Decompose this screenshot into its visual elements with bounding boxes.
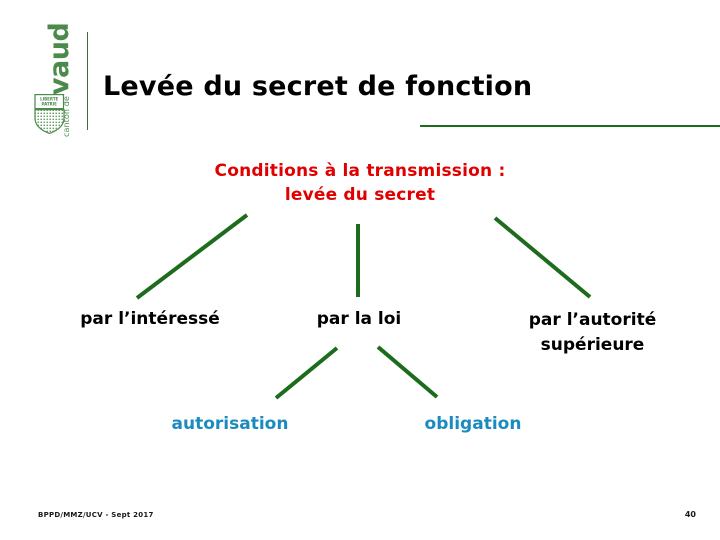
node-par-l-interesse: par l’intéressé <box>80 309 220 329</box>
page-title: Levée du secret de fonction <box>103 71 533 103</box>
slide-header: canton de vaud LIBERTE PATRIE Levée du s… <box>0 0 720 137</box>
footer-credit: BPPD/MMZ/UCV - Sept 2017 <box>38 511 154 519</box>
node-autorisation: autorisation <box>171 414 289 434</box>
node-par-la-loi: par la loi <box>316 309 402 329</box>
node-conditions-line-1: Conditions à la transmission : <box>214 161 506 181</box>
vaud-shield-icon: LIBERTE PATRIE <box>34 94 65 134</box>
node-conditions-line-2: levée du secret <box>284 185 436 205</box>
canton-de-vaud-logo: canton de vaud LIBERTE PATRIE <box>22 22 78 137</box>
diagram: Conditions à la transmission : levée du … <box>0 135 720 495</box>
logo-text-vaud: vaud <box>44 22 75 96</box>
connector-root-to-interesse <box>135 213 249 300</box>
connector-loi-to-obligation <box>376 345 439 399</box>
node-autorite-line-2: supérieure <box>540 335 645 355</box>
node-obligation: obligation <box>424 414 522 434</box>
svg-text:PATRIE: PATRIE <box>42 101 58 106</box>
diagram-connectors <box>135 213 592 400</box>
svg-text:LIBERTE: LIBERTE <box>40 97 58 102</box>
header-vertical-divider <box>87 32 88 130</box>
connector-root-to-autorite <box>493 216 592 299</box>
slide-footer: BPPD/MMZ/UCV - Sept 2017 40 <box>0 495 720 540</box>
node-autorite-line-1: par l’autorité <box>528 310 657 330</box>
node-conditions-transmission: Conditions à la transmission : levée du … <box>160 159 560 207</box>
connector-loi-to-autorisation <box>274 346 339 400</box>
node-par-l-autorite-superieure: par l’autorité supérieure <box>480 308 705 358</box>
header-horizontal-rule <box>420 125 720 127</box>
footer-page-number: 40 <box>684 510 696 519</box>
